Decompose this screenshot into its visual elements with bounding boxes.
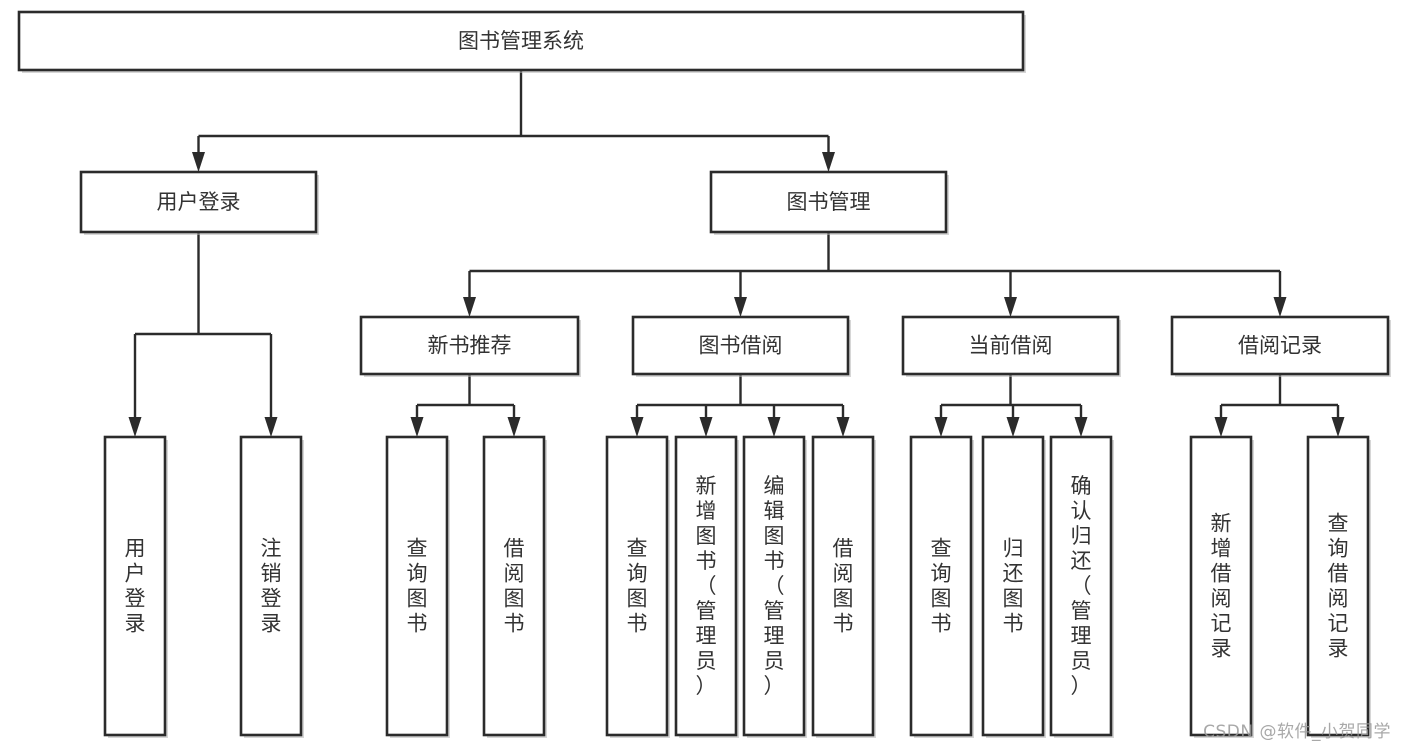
- edge-arrowhead: [767, 417, 781, 437]
- node-label: 图书管理系统: [458, 29, 584, 53]
- node-label: 当前借阅: [969, 334, 1053, 358]
- edge-arrowhead: [192, 152, 205, 172]
- node-leaf-user-logout[interactable]: 注销登录: [239, 435, 304, 738]
- node-leaf-borrow-edit[interactable]: 编辑图书（管理员）: [742, 435, 807, 738]
- node-rect[interactable]: [605, 435, 669, 737]
- node-rect[interactable]: [1189, 435, 1253, 737]
- edge-arrowhead: [630, 417, 644, 437]
- node-leaf-borrow-add[interactable]: 新增图书（管理员）: [674, 435, 739, 738]
- node-leaf-current-return[interactable]: 归还图书: [981, 435, 1046, 738]
- node-current[interactable]: 当前借阅: [901, 315, 1121, 377]
- node-rect[interactable]: [901, 315, 1120, 376]
- node-rect[interactable]: [79, 170, 318, 234]
- node-label: 注销登录: [261, 537, 282, 636]
- node-rect[interactable]: [742, 435, 806, 737]
- node-records[interactable]: 借阅记录: [1170, 315, 1391, 377]
- edge-arrowhead: [410, 417, 424, 437]
- node-rect[interactable]: [385, 435, 449, 737]
- edge-arrowhead: [836, 417, 850, 437]
- node-label: 新书推荐: [428, 334, 512, 358]
- node-rect[interactable]: [17, 10, 1025, 72]
- node-label: 借阅图书: [833, 537, 854, 636]
- edge-arrowhead: [934, 417, 948, 437]
- node-label: 借阅图书: [504, 537, 525, 636]
- edge-arrowhead: [463, 297, 476, 317]
- edge-arrowhead: [699, 417, 713, 437]
- node-leaf-current-confirm[interactable]: 确认归还（管理员）: [1049, 435, 1114, 738]
- node-label: 查询图书: [627, 537, 648, 636]
- node-leaf-borrow-lend[interactable]: 借阅图书: [811, 435, 876, 738]
- node-bookmgmt[interactable]: 图书管理: [709, 170, 949, 235]
- node-rect[interactable]: [359, 315, 580, 376]
- node-label: 新增借阅记录: [1211, 512, 1232, 661]
- node-newbook[interactable]: 新书推荐: [359, 315, 581, 377]
- node-login[interactable]: 用户登录: [79, 170, 319, 235]
- node-rect[interactable]: [239, 435, 303, 737]
- node-label: 借阅记录: [1238, 334, 1322, 358]
- edge-arrowhead: [1074, 417, 1088, 437]
- node-rect[interactable]: [909, 435, 973, 737]
- node-leaf-borrow-query[interactable]: 查询图书: [605, 435, 670, 738]
- nodes-layer: 图书管理系统用户登录图书管理新书推荐图书借阅当前借阅借阅记录用户登录注销登录查询…: [17, 10, 1391, 738]
- node-label: 查询图书: [407, 537, 428, 636]
- edge-arrowhead: [1004, 297, 1017, 317]
- node-label: 图书借阅: [699, 334, 783, 358]
- node-label: 查询借阅记录: [1328, 512, 1349, 661]
- edge-arrowhead: [264, 417, 278, 437]
- node-rect[interactable]: [811, 435, 875, 737]
- node-rect[interactable]: [1049, 435, 1113, 737]
- node-label: 确认归还（管理员）: [1071, 474, 1092, 698]
- edge-arrowhead: [507, 417, 521, 437]
- node-label: 用户登录: [125, 537, 146, 636]
- edge-arrowhead: [822, 152, 835, 172]
- node-rect[interactable]: [1306, 435, 1370, 737]
- edge-arrowhead: [128, 417, 142, 437]
- node-label: 归还图书: [1003, 537, 1024, 636]
- node-label: 用户登录: [157, 190, 241, 214]
- edge-arrowhead: [1331, 417, 1345, 437]
- node-rect[interactable]: [482, 435, 546, 737]
- node-label: 编辑图书（管理员）: [764, 474, 785, 698]
- edge-arrowhead: [1006, 417, 1020, 437]
- node-label: 图书管理: [787, 190, 871, 214]
- node-borrow[interactable]: 图书借阅: [631, 315, 851, 377]
- node-rect[interactable]: [674, 435, 738, 737]
- edges-layer: [128, 70, 1345, 437]
- edge-arrowhead: [1273, 297, 1287, 317]
- node-label: 新增图书（管理员）: [696, 474, 717, 698]
- node-leaf-user-login[interactable]: 用户登录: [103, 435, 168, 738]
- node-leaf-new-borrow[interactable]: 借阅图书: [482, 435, 547, 738]
- node-rect[interactable]: [709, 170, 948, 234]
- node-leaf-record-query[interactable]: 查询借阅记录: [1306, 435, 1371, 738]
- node-rect[interactable]: [631, 315, 850, 376]
- node-leaf-current-query[interactable]: 查询图书: [909, 435, 974, 738]
- node-label: 查询图书: [931, 537, 952, 636]
- node-rect[interactable]: [1170, 315, 1390, 376]
- edge-arrowhead: [734, 297, 747, 317]
- node-leaf-new-query[interactable]: 查询图书: [385, 435, 450, 738]
- node-rect[interactable]: [103, 435, 167, 737]
- edge-arrowhead: [1214, 417, 1228, 437]
- node-rect[interactable]: [981, 435, 1045, 737]
- node-root[interactable]: 图书管理系统: [17, 10, 1026, 73]
- node-leaf-record-add[interactable]: 新增借阅记录: [1189, 435, 1254, 738]
